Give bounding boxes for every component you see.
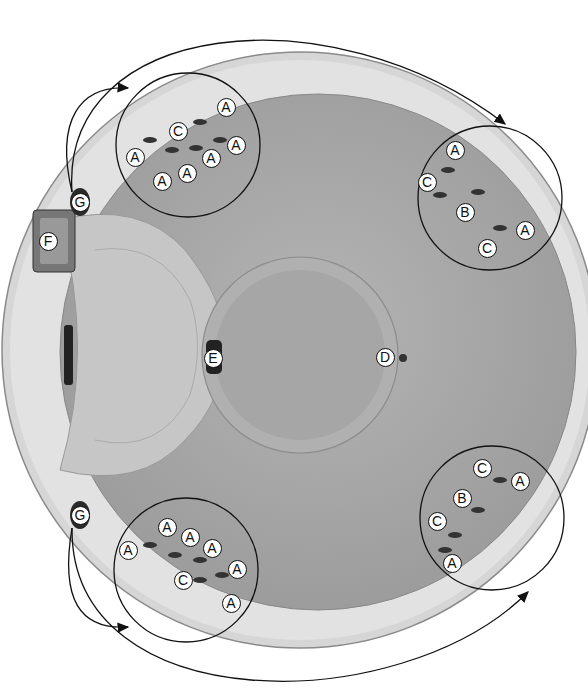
callout-letter: C [478,239,497,258]
callout-letter: A [153,172,172,191]
callout-letter: G [71,193,90,212]
callout-letter: A [228,560,247,579]
callout-letter: A [217,98,236,117]
callout-letter: A [443,554,462,573]
callout-letter: B [456,203,475,222]
callout-letter: A [126,148,145,167]
callout-letter: C [174,571,193,590]
callout-letter: A [516,221,535,240]
callout-letter: A [178,164,197,183]
callout-letter: A [202,149,221,168]
callout-letter: D [376,348,395,367]
callout-letter: C [418,173,437,192]
callout-letter: C [169,122,188,141]
callout-letter: A [511,472,530,491]
callout-letter: A [158,518,177,537]
callout-letter: F [39,232,58,251]
callout-letter: A [446,141,465,160]
callout-letter: A [222,594,241,613]
callout-letter: A [181,528,200,547]
callout-letter: G [71,506,90,525]
callout-letter: C [428,512,447,531]
callout-letter: A [119,541,138,560]
callout-letter: A [227,136,246,155]
callout-letter: A [203,539,222,558]
callout-letter: B [453,489,472,508]
callout-letter: E [204,349,223,368]
callout-letter: C [473,459,492,478]
